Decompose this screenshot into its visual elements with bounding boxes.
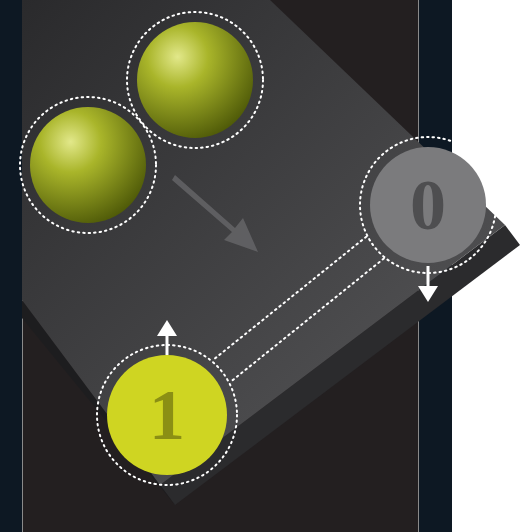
down-arrow bbox=[418, 286, 438, 302]
side-strip bbox=[0, 0, 22, 532]
bit-label: 0 bbox=[410, 169, 446, 241]
bit-label: 1 bbox=[149, 379, 185, 451]
ball bbox=[137, 22, 253, 138]
up-arrow bbox=[157, 320, 177, 336]
state-circle: 1 bbox=[107, 355, 227, 475]
tilted-plate bbox=[22, 0, 505, 485]
roll-arrow bbox=[172, 175, 258, 252]
state-circle: 0 bbox=[370, 147, 486, 263]
ball bbox=[30, 107, 146, 223]
dotted-channel bbox=[213, 237, 384, 382]
